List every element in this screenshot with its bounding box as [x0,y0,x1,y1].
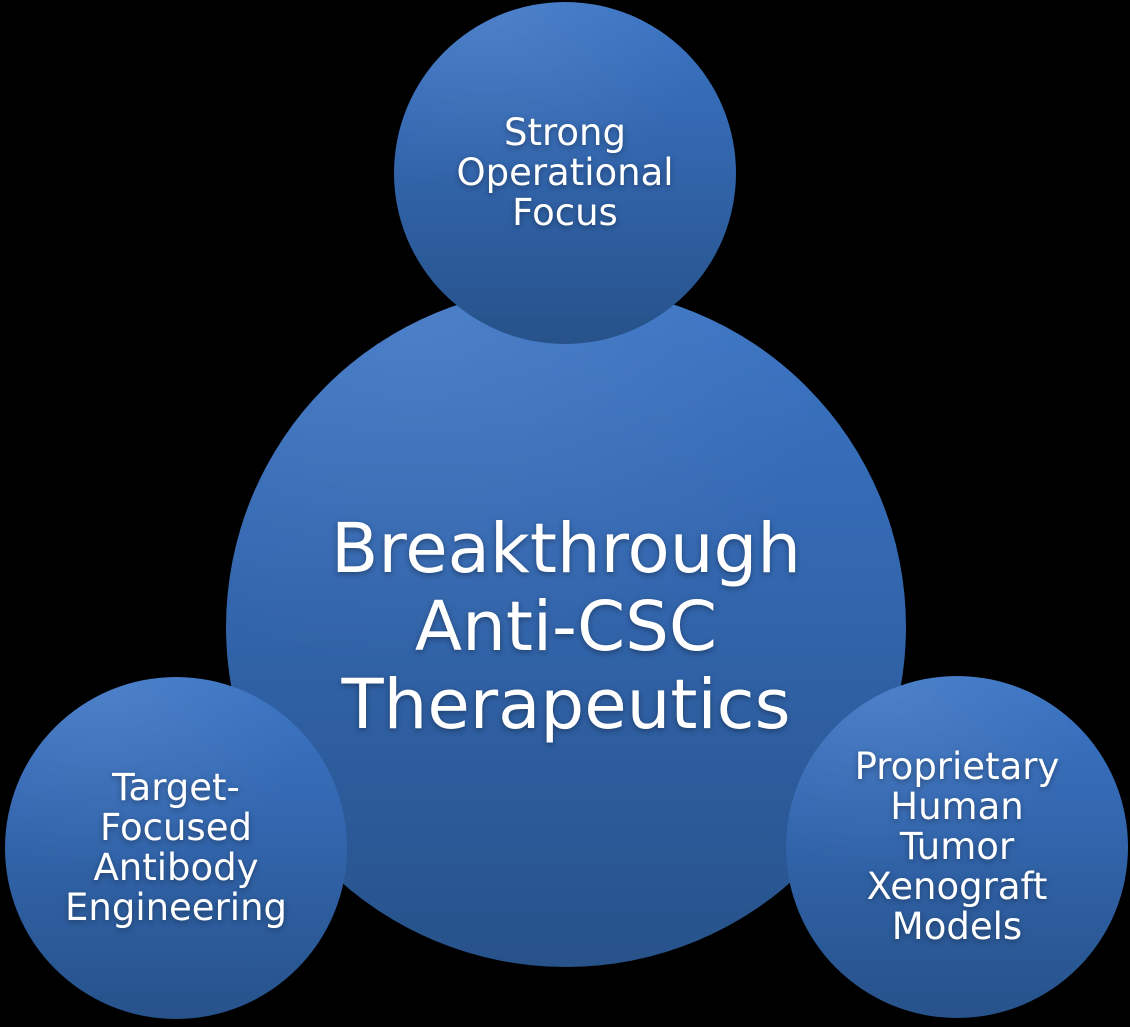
satellite-circle-bottom-left: Target- Focused Antibody Engineering [5,677,347,1019]
center-circle-label: Breakthrough Anti-CSC Therapeutics [331,509,801,745]
satellite-circle-top: Strong Operational Focus [394,2,736,344]
satellite-top-label: Strong Operational Focus [456,111,674,234]
satellite-bottom-left-label: Target- Focused Antibody Engineering [65,766,287,929]
satellite-bottom-right-label: Proprietary Human Tumor Xenograft Models [854,745,1060,948]
satellite-circle-bottom-right: Proprietary Human Tumor Xenograft Models [786,676,1128,1018]
